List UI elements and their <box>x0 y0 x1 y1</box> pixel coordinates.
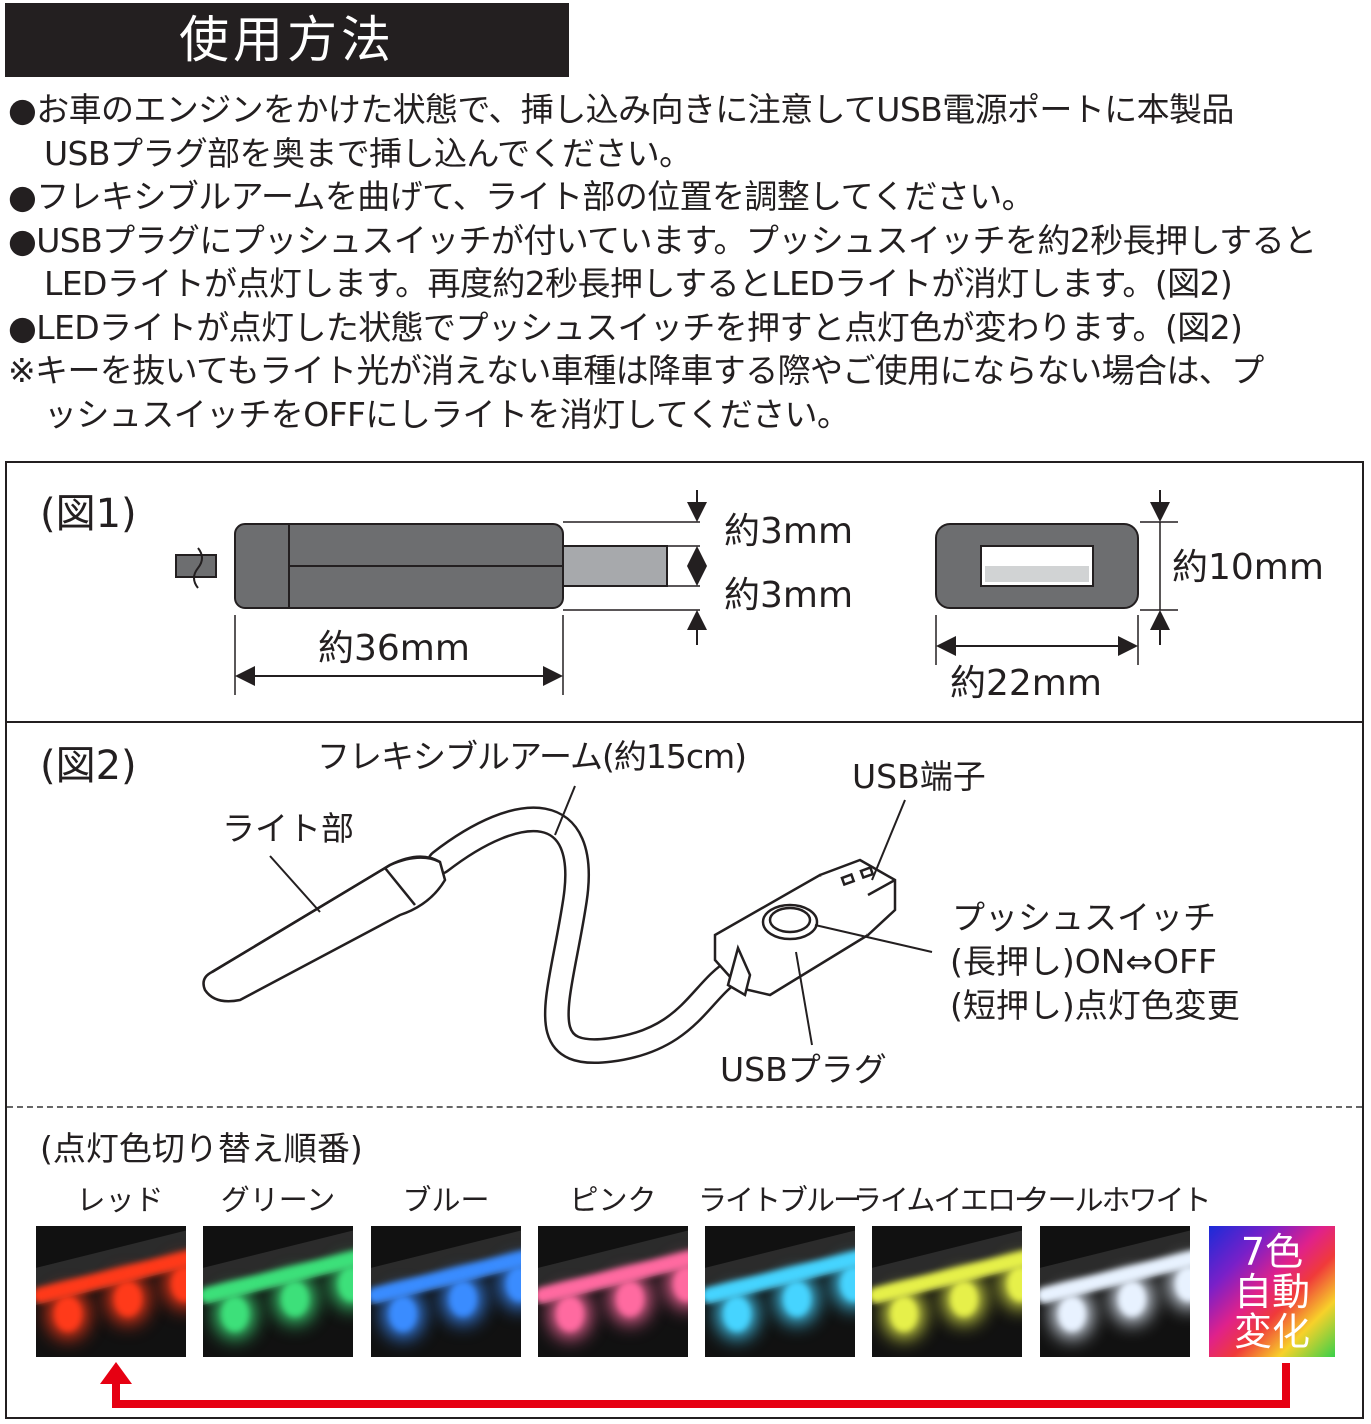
short-press-label: (短押し)点灯色変更 <box>950 986 1240 1025</box>
instruction-line: ●フレキシブルアームを曲げて、ライト部の位置を調整してください。 <box>8 177 1035 216</box>
color-swatch <box>538 1226 688 1357</box>
dim-length-label: 約36mm <box>318 628 470 669</box>
dashed-divider <box>7 1106 1362 1108</box>
led-dot <box>673 1266 688 1302</box>
figure-box <box>5 461 1364 1419</box>
instruction-line: LEDライトが点灯します。再度約2秒長押しするとLEDライトが消灯します。(図2… <box>44 264 1233 303</box>
dim-bottom-label: 約3mm <box>724 575 854 616</box>
section-title: 使用方法 <box>179 11 395 69</box>
color-swatch <box>36 1226 186 1357</box>
color-swatch <box>705 1226 855 1357</box>
color-name: ブルー <box>402 1183 490 1217</box>
led-dot <box>338 1266 353 1302</box>
led-dot <box>449 1281 477 1317</box>
instruction-line: ●LEDライトが点灯した状態でプッシュスイッチを押すと点灯色が変わります。(図2… <box>8 307 1243 347</box>
plug-front-view <box>935 490 1178 665</box>
color-name: ピンク <box>569 1183 657 1217</box>
dim-height-label: 約10mm <box>1172 547 1324 588</box>
leader-lines <box>269 785 933 1046</box>
led-dot <box>114 1281 142 1317</box>
led-dot <box>616 1281 644 1317</box>
usb-terminal-label: USB端子 <box>852 757 986 796</box>
led-dot <box>54 1296 82 1332</box>
led-dot <box>556 1296 584 1332</box>
color-swatch <box>203 1226 353 1357</box>
color-swatch <box>1040 1226 1190 1357</box>
auto-line-2: 自動 <box>1233 1270 1310 1314</box>
led-dot <box>221 1296 249 1332</box>
switch-label: プッシュスイッチ <box>952 898 1216 937</box>
led-dot <box>890 1296 918 1332</box>
dim-width-label: 約22mm <box>950 663 1102 704</box>
long-press-label: (長押し)ON⇔OFF <box>950 942 1217 981</box>
cycle-arrow <box>100 1362 1290 1408</box>
auto-line-3: 変化 <box>1233 1310 1310 1354</box>
auto-line-1: 7色 <box>1240 1230 1304 1274</box>
led-dot <box>723 1296 751 1332</box>
instruction-line: ※キーを抜いてもライト光が消えない車種は降車する際やご使用にならない場合は、プ <box>8 351 1264 390</box>
fig2-label: (図2) <box>40 743 137 789</box>
dim-top-label: 約3mm <box>724 511 854 552</box>
color-name: ライトブルー <box>697 1183 862 1217</box>
color-name: グリーン <box>220 1183 336 1217</box>
led-dot <box>1118 1281 1146 1317</box>
led-dot <box>389 1296 417 1332</box>
led-dot <box>1058 1296 1086 1332</box>
led-dot <box>783 1281 811 1317</box>
led-dot <box>1007 1266 1022 1302</box>
arm-label: フレキシブルアーム(約15cm) <box>317 737 747 776</box>
light-label: ライト部 <box>222 809 354 848</box>
led-dot <box>506 1266 521 1302</box>
instruction-line: USBプラグ部を奥まで挿し込んでください。 <box>44 133 692 173</box>
instruction-line: ッシュスイッチをOFFにしライトを消灯してください。 <box>44 394 850 434</box>
instruction-line: ●USBプラグにプッシュスイッチが付いています。プッシュスイッチを約2秒長押しす… <box>8 220 1317 260</box>
instructions: ●お車のエンジンをかけた状態で、挿し込み向きに注意してUSB電源ポートに本製品 U… <box>8 88 1368 436</box>
section-header: 使用方法 <box>5 3 569 77</box>
color-order-title: (点灯色切り替え順番) <box>40 1129 363 1168</box>
instruction-line: ●お車のエンジンをかけた状態で、挿し込み向きに注意してUSB電源ポートに本製品 <box>8 90 1234 129</box>
led-dot <box>281 1281 309 1317</box>
fig1-label: (図1) <box>40 491 137 537</box>
led-dot <box>1175 1266 1190 1302</box>
led-dot <box>171 1266 186 1302</box>
color-name: レッド <box>76 1183 164 1217</box>
color-name: ライムイエロー <box>852 1183 1043 1217</box>
color-swatch <box>872 1226 1022 1357</box>
led-dot <box>950 1281 978 1317</box>
color-name: クールホワイト <box>1020 1183 1211 1217</box>
plug-side-view <box>175 490 707 695</box>
color-swatch <box>371 1226 521 1357</box>
device-illustration <box>202 806 897 1065</box>
usb-plug-label: USBプラグ <box>720 1050 887 1089</box>
figure-divider <box>5 721 1364 723</box>
led-dot <box>840 1266 855 1302</box>
auto-change-tile: 7色 自動 変化 <box>1209 1226 1335 1357</box>
